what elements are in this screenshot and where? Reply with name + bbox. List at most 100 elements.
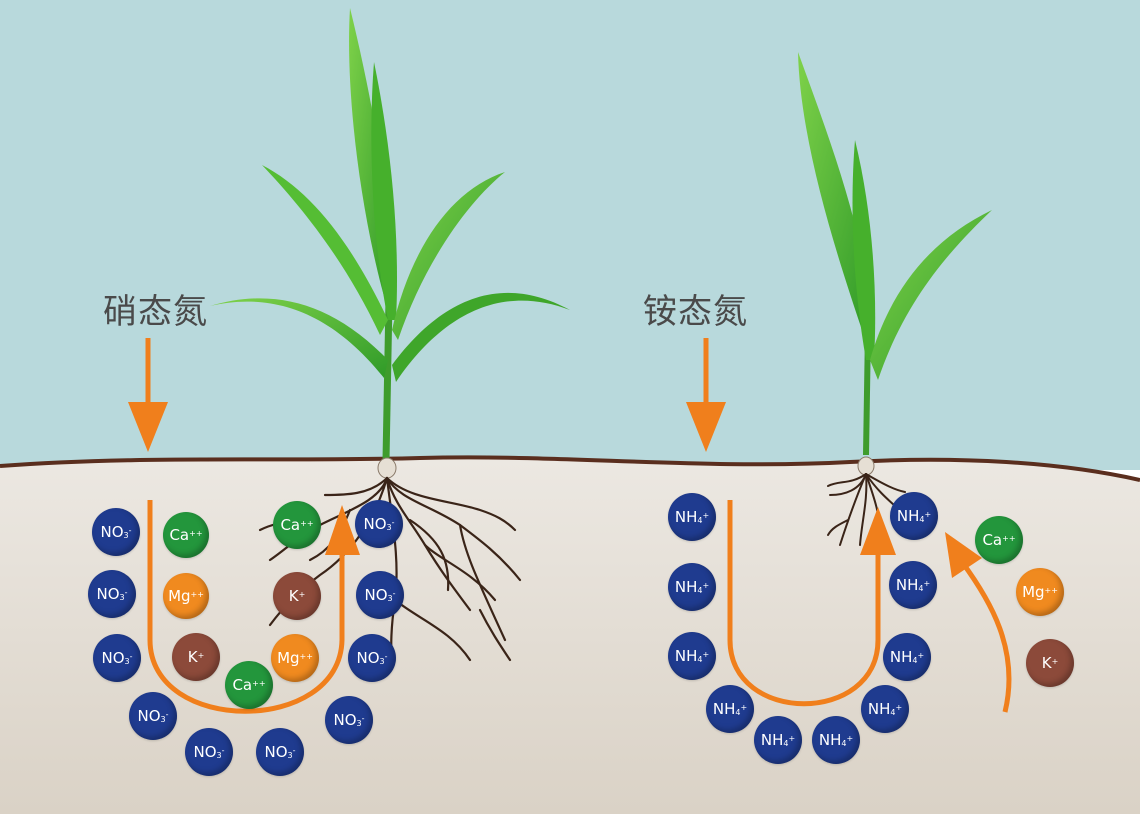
ion-magnesium-right-12: Mg++ xyxy=(1016,568,1064,616)
ion-subscript: 3 xyxy=(387,593,393,603)
ion-charge: + xyxy=(924,509,932,519)
left-leaf-left-upper xyxy=(262,165,388,335)
ion-symbol: NH xyxy=(895,576,919,594)
ground-line xyxy=(0,455,1140,482)
sky xyxy=(0,0,1140,470)
ion-symbol: NH xyxy=(818,731,842,749)
label-nitrate-nitrogen: 硝态氮 xyxy=(103,292,208,332)
ion-symbol: NO xyxy=(333,711,357,729)
ion-subscript: 4 xyxy=(919,514,925,524)
ion-charge: - xyxy=(129,651,133,661)
label-ammonium-nitrogen: 铵态氮 xyxy=(643,292,748,332)
ion-symbol: Ca xyxy=(280,516,301,534)
ion-charge: - xyxy=(361,713,365,723)
ion-symbol: Mg xyxy=(168,587,191,605)
ion-subscript: 3 xyxy=(287,750,293,760)
ion-symbol: NO xyxy=(101,649,125,667)
ion-subscript: 4 xyxy=(697,654,703,664)
ion-potassium-right-13: K+ xyxy=(1026,639,1074,687)
ion-potassium-left-12: K+ xyxy=(172,633,220,681)
ion-symbol: NH xyxy=(896,507,920,525)
ion-subscript: 4 xyxy=(697,515,703,525)
ion-charge: - xyxy=(128,525,132,535)
left-leaf-tall-2 xyxy=(371,62,398,320)
right-leaf-tall-1 xyxy=(798,52,872,330)
right-curved-arrow xyxy=(959,560,1012,713)
ion-symbol: NO xyxy=(264,743,288,761)
ion-symbol: NO xyxy=(96,585,120,603)
soil xyxy=(0,457,1140,814)
ion-charge: - xyxy=(391,517,395,527)
ion-charge: - xyxy=(384,651,388,661)
left-u-path xyxy=(147,500,345,714)
ion-subscript: 3 xyxy=(356,718,362,728)
left-plant-stem xyxy=(382,299,393,461)
ion-symbol: NH xyxy=(674,578,698,596)
ion-charge: + xyxy=(702,649,710,659)
ion-symbol: Mg xyxy=(277,649,300,667)
ion-symbol: NO xyxy=(356,649,380,667)
ion-symbol: NO xyxy=(364,586,388,604)
ion-symbol: Ca xyxy=(982,531,1003,549)
ion-charge: + xyxy=(740,702,748,712)
ion-subscript: 4 xyxy=(912,655,918,665)
ion-charge: - xyxy=(221,745,225,755)
right-curved-arrowhead xyxy=(945,532,982,578)
ion-charge: + xyxy=(917,650,925,660)
ion-charge: + xyxy=(895,702,903,712)
ion-subscript: 3 xyxy=(123,530,129,540)
ion-symbol: Ca xyxy=(232,676,253,694)
right-arrows xyxy=(686,338,1012,713)
ion-symbol: NO xyxy=(363,515,387,533)
ion-subscript: 3 xyxy=(160,714,166,724)
right-leaf-right xyxy=(870,210,992,380)
left-arrows xyxy=(128,338,360,714)
ion-subscript: 4 xyxy=(918,583,924,593)
left-root-crown xyxy=(377,457,397,479)
ion-magnesium-left-16: Mg++ xyxy=(271,634,319,682)
ion-symbol: NH xyxy=(674,508,698,526)
ion-symbol: NO xyxy=(193,743,217,761)
ion-charge: - xyxy=(392,588,396,598)
right-down-arrowhead xyxy=(686,402,726,452)
ion-charge: + xyxy=(846,733,854,743)
ion-charge: + xyxy=(702,510,710,520)
left-leaf-right-lower xyxy=(392,292,570,382)
left-down-arrowhead xyxy=(128,402,168,452)
ion-subscript: 3 xyxy=(216,750,222,760)
ion-charge: + xyxy=(788,733,796,743)
right-u-arrowhead xyxy=(860,507,896,555)
left-leaf-left-lower xyxy=(210,298,388,378)
ion-subscript: 4 xyxy=(841,738,847,748)
right-u-path xyxy=(727,500,881,707)
ion-symbol: NH xyxy=(760,731,784,749)
ion-symbol: K xyxy=(187,648,198,666)
ion-subscript: 4 xyxy=(697,585,703,595)
right-leaf-tall-2 xyxy=(852,140,876,360)
ion-charge: ++ xyxy=(189,528,203,538)
ion-symbol: Mg xyxy=(1022,583,1045,601)
ion-charge: - xyxy=(292,745,296,755)
ion-symbol: K xyxy=(288,587,299,605)
ion-potassium-left-15: K+ xyxy=(273,572,321,620)
ion-charge: ++ xyxy=(1002,533,1016,543)
ion-symbol: NH xyxy=(674,647,698,665)
ion-charge: ++ xyxy=(299,651,313,661)
ion-symbol: NH xyxy=(712,700,736,718)
ion-subscript: 3 xyxy=(124,656,130,666)
ion-charge: + xyxy=(923,578,931,588)
ion-subscript: 4 xyxy=(735,707,741,717)
